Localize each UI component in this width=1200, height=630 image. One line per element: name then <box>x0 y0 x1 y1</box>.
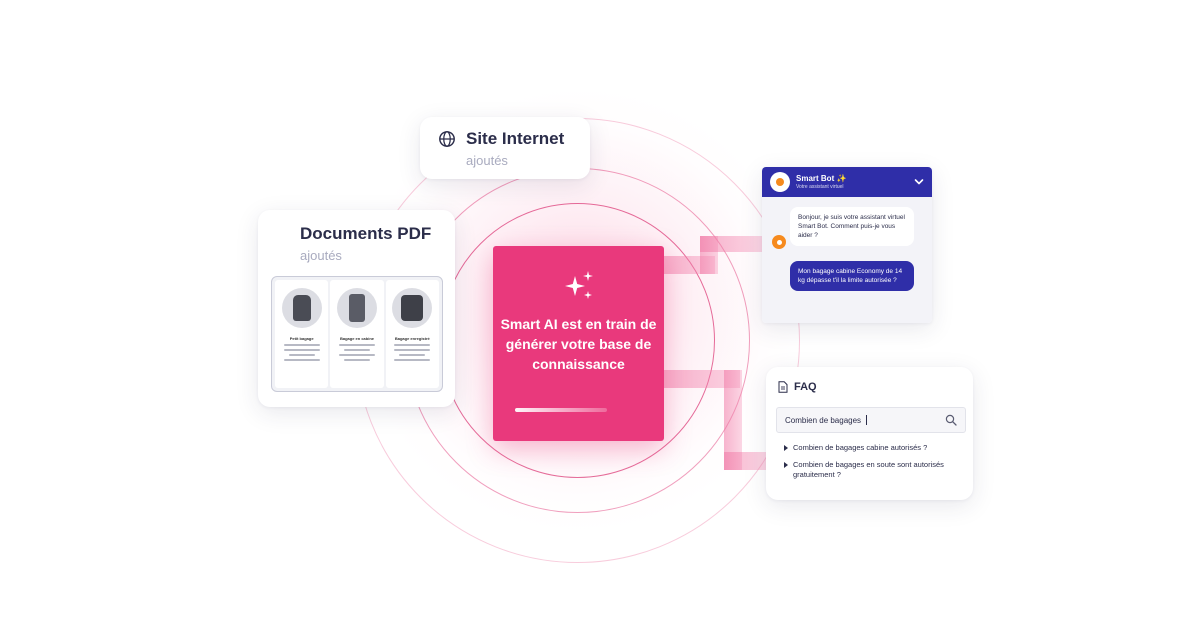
luggage-image <box>392 288 433 328</box>
pdf-column: Bagage enregistré <box>385 280 439 388</box>
site-internet-title: Site Internet <box>466 129 565 148</box>
faq-suggestions: Combien de bagages cabine autorisés ? Co… <box>784 443 966 487</box>
chevron-down-icon[interactable] <box>914 177 924 187</box>
text-cursor <box>866 415 868 425</box>
pdf-column: Bagage en cabine <box>330 280 384 388</box>
connector-chat-horizontal <box>700 236 762 252</box>
site-internet-subtitle: ajoutés <box>466 153 508 168</box>
chat-header: Smart Bot ✨ Votre assistant virtuel <box>762 167 932 197</box>
smart-ai-card: Smart AI est en train de générer votre b… <box>493 246 664 441</box>
sparkle-icon <box>565 271 593 299</box>
bot-avatar <box>770 172 790 192</box>
backpack-image <box>281 288 322 328</box>
connector-faq-horizontal <box>724 452 768 470</box>
user-message: Mon bagage cabine Economy de 14 kg dépas… <box>790 261 914 291</box>
generation-progress-bar <box>515 408 607 412</box>
pdf-column-caption: Petit bagage <box>289 336 314 341</box>
faq-search-input[interactable]: Combien de bagages <box>776 407 966 433</box>
caret-right-icon <box>784 445 788 451</box>
search-icon[interactable] <box>945 414 957 426</box>
pdf-document-preview: Petit bagage Bagage en cabine Bagage enr… <box>271 276 443 392</box>
bot-name: Smart Bot ✨ <box>796 174 847 183</box>
bot-icon <box>772 235 786 249</box>
faq-suggestion-text: Combien de bagages cabine autorisés ? <box>793 443 928 452</box>
suitcase-image <box>336 288 377 328</box>
faq-suggestion[interactable]: Combien de bagages cabine autorisés ? <box>784 443 966 454</box>
faq-suggestion[interactable]: Combien de bagages en soute sont autoris… <box>784 460 966 481</box>
pdf-column-caption: Bagage enregistré <box>394 336 430 341</box>
site-internet-card: Site Internet ajoutés <box>420 117 590 179</box>
globe-icon <box>439 131 455 147</box>
smart-ai-status-text: Smart AI est en train de générer votre b… <box>500 316 657 372</box>
faq-suggestion-text: Combien de bagages en soute sont autoris… <box>793 459 944 480</box>
caret-right-icon <box>784 461 788 468</box>
faq-card: FAQ Combien de bagages Combien de bagage… <box>766 367 973 500</box>
bot-subtitle: Votre assistant virtuel <box>796 184 844 190</box>
connector-faq <box>660 370 740 388</box>
documents-pdf-subtitle: ajoutés <box>300 248 342 263</box>
chat-messages: Bonjour, je suis votre assistant virtuel… <box>762 197 932 323</box>
connector-faq-vertical <box>724 370 742 470</box>
faq-search-value: Combien de bagages <box>785 415 862 425</box>
pdf-column: Petit bagage <box>275 280 329 388</box>
document-icon <box>778 381 788 393</box>
bot-message: Bonjour, je suis votre assistant virtuel… <box>790 207 914 246</box>
documents-pdf-card: Documents PDF ajoutés Petit bagage Bagag… <box>258 210 455 407</box>
faq-title: FAQ <box>794 381 817 393</box>
chat-widget: Smart Bot ✨ Votre assistant virtuel Bonj… <box>762 167 932 323</box>
pdf-column-caption: Bagage en cabine <box>339 336 374 341</box>
documents-pdf-title: Documents PDF <box>300 224 432 243</box>
